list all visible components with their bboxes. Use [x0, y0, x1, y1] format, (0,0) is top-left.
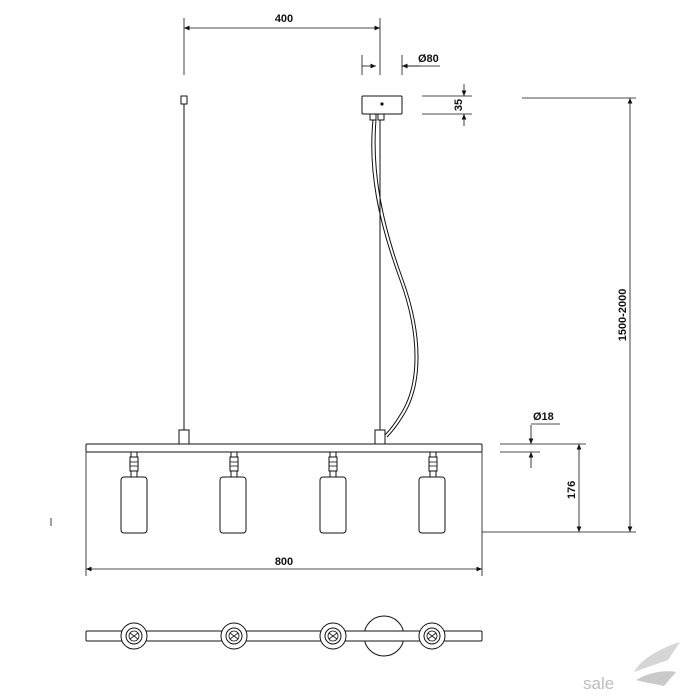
main-bar — [85, 443, 483, 453]
spotlight-2 — [219, 451, 247, 534]
power-cord — [371, 119, 419, 438]
watermark: sale — [583, 642, 680, 693]
bottom-view — [85, 615, 483, 657]
dimension-label-176: 176 — [566, 481, 578, 499]
dimension-label-35: 35 — [453, 99, 465, 111]
spotlight-4 — [418, 451, 446, 534]
bottom-spot-3 — [319, 622, 347, 650]
ceiling-canopy — [361, 95, 403, 121]
watermark-text: sale — [583, 674, 614, 693]
spotlight-3 — [319, 451, 347, 534]
left-suspension-cable — [180, 95, 188, 430]
dimension-shade-height: 176 — [566, 444, 582, 532]
spotlight-1 — [120, 451, 148, 534]
bottom-spot-2 — [220, 622, 248, 650]
bottom-spot-1 — [120, 622, 148, 650]
dimension-canopy-height: 35 — [422, 84, 472, 126]
bottom-view-bar — [85, 630, 483, 642]
watermark-logo-icon — [634, 642, 680, 686]
bottom-spot-4 — [418, 622, 446, 650]
dimension-width-top: 400 — [183, 13, 381, 75]
dimension-total-height: 1500-2000 — [482, 97, 636, 533]
dimension-bar-diameter: Ø18 — [500, 411, 586, 468]
center-cable-clamp — [374, 429, 386, 445]
dimension-label-800: 800 — [275, 556, 293, 568]
dimension-canopy-diameter: Ø80 — [361, 53, 440, 75]
dimension-label-400: 400 — [275, 13, 293, 25]
dimension-label-d18: Ø18 — [533, 411, 554, 423]
left-wire-anchor — [180, 95, 188, 105]
left-cable-clamp — [178, 429, 190, 445]
dimension-label-1500-2000: 1500-2000 — [617, 289, 629, 342]
dimension-label-d80: Ø80 — [418, 53, 439, 65]
dimension-overall-width: 800 — [85, 452, 483, 576]
